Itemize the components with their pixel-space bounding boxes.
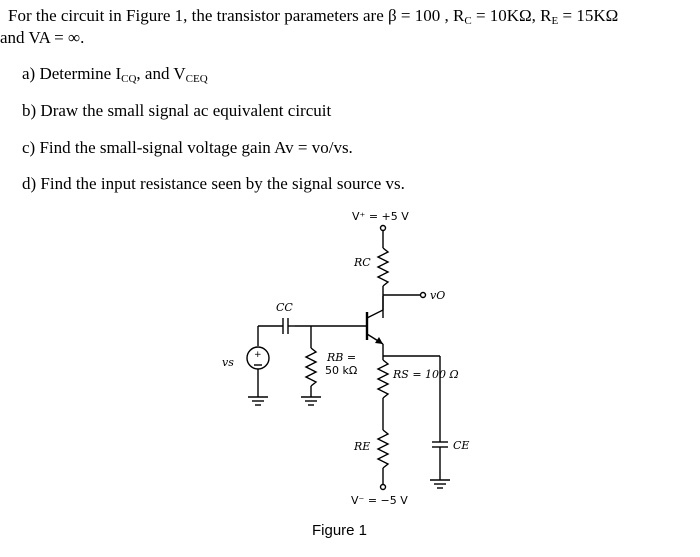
rc-label: RC xyxy=(353,256,371,269)
rs-resistor xyxy=(376,359,390,399)
figure-caption: Figure 1 xyxy=(312,522,367,539)
problem-statement-line1: For the circuit in Figure 1, the transis… xyxy=(8,6,618,27)
intro-text: For the circuit in Figure 1, the transis… xyxy=(8,6,465,25)
rb-label: RB = xyxy=(326,351,356,364)
problem-statement-line2: and VA = ∞. xyxy=(0,28,85,47)
rc-resistor xyxy=(376,247,390,287)
vminus-label: V⁻ = −5 V xyxy=(351,494,408,507)
rc-value: = 10KΩ, R xyxy=(471,6,552,25)
vo-terminal xyxy=(419,291,427,299)
re-subscript: E xyxy=(551,15,559,27)
cc-label: CC xyxy=(276,301,293,314)
question-a: a) Determine ICQ, and VCEQ xyxy=(22,64,208,85)
icq-subscript: CQ xyxy=(121,73,137,85)
npn-transistor xyxy=(365,296,384,345)
rb-resistor xyxy=(304,347,318,387)
question-d: d) Find the input resistance seen by the… xyxy=(22,174,405,193)
vplus-label: V⁺ = +5 V xyxy=(352,210,409,223)
rc-subscript: C xyxy=(464,15,472,27)
vo-label: vO xyxy=(430,289,445,302)
question-a-mid: , and V xyxy=(136,64,186,83)
question-b: b) Draw the small signal ac equivalent c… xyxy=(22,101,332,120)
ce-label: CE xyxy=(453,439,469,452)
question-c: c) Find the small-signal voltage gain Av… xyxy=(22,138,353,157)
rs-label: RS = 100 Ω xyxy=(392,368,459,381)
re-value: = 15KΩ xyxy=(558,6,619,25)
re-resistor xyxy=(376,429,390,469)
question-a-text: a) Determine I xyxy=(22,64,122,83)
rb-value: 50 kΩ xyxy=(325,364,357,377)
vplus-terminal xyxy=(379,224,387,232)
vceq-subscript: CEQ xyxy=(185,73,208,85)
re-label: RE xyxy=(353,440,370,453)
vs-label: vs xyxy=(222,356,234,369)
vminus-terminal xyxy=(379,483,387,491)
source-plus-sign: + xyxy=(254,350,262,360)
